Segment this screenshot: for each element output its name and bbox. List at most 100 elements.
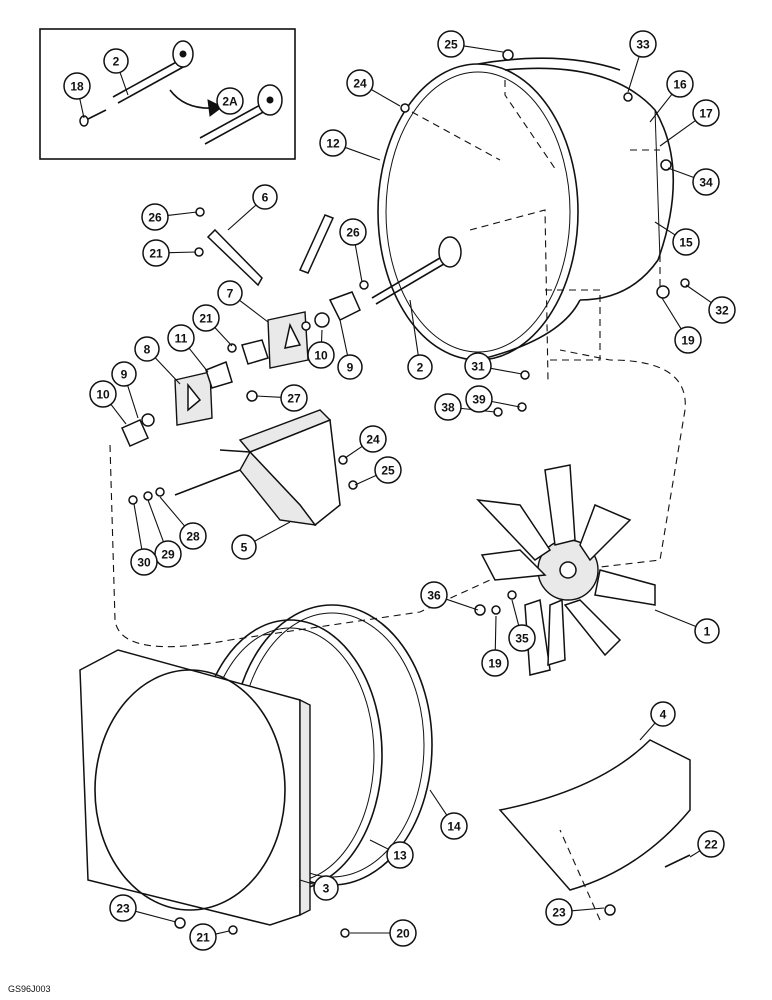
callout-9: 9 (111, 361, 137, 387)
cover-part-4 (498, 739, 691, 921)
callout-leader-27 (255, 395, 282, 398)
callout-leader-31 (490, 367, 523, 375)
callout-20: 20 (389, 919, 417, 947)
callout-leader-1 (654, 609, 697, 628)
callout-label: 23 (116, 902, 130, 916)
callout-11: 11 (167, 324, 195, 352)
callout-2: 2 (103, 48, 129, 74)
callout-19: 19 (481, 649, 509, 677)
callout-leader-22 (689, 850, 701, 858)
callout-label: 5 (241, 541, 248, 555)
callout-label: 9 (121, 368, 128, 382)
callout-leader-4 (639, 722, 656, 741)
callout-label: 20 (396, 927, 410, 941)
callout-3: 3 (313, 875, 339, 901)
callout-label: 7 (227, 287, 234, 301)
callout-1: 1 (694, 618, 720, 644)
callout-label: 8 (144, 343, 151, 357)
callout-label: 22 (704, 838, 718, 852)
callout-leader-29 (147, 499, 165, 543)
callout-4: 4 (650, 701, 676, 727)
callout-leader-30 (133, 503, 143, 550)
callout-leader-10 (110, 403, 127, 425)
callout-leader-8 (154, 357, 181, 385)
callout-18: 18 (63, 72, 91, 100)
callout-19: 19 (674, 326, 702, 354)
callout-33: 33 (629, 30, 657, 58)
callout-label: 23 (552, 906, 566, 920)
callout-27: 27 (280, 384, 308, 412)
callout-label: 17 (699, 107, 713, 121)
bearing-plate-part-7 (267, 311, 309, 369)
callout-leader-15 (654, 221, 676, 236)
figure-code: GS96J003 (8, 984, 51, 994)
callout-label: 28 (186, 530, 200, 544)
callout-label: 21 (196, 931, 210, 945)
callout-leader-9 (127, 385, 139, 419)
callout-leader-21 (168, 251, 197, 254)
callout-9: 9 (337, 354, 363, 380)
callout-10: 10 (307, 341, 335, 369)
callout-label: 27 (287, 392, 301, 406)
callout-16: 16 (666, 70, 694, 98)
callout-label: 29 (161, 548, 175, 562)
callout-leader-21 (214, 327, 233, 347)
callout-label: 15 (679, 236, 693, 250)
callout-leader-33 (627, 56, 640, 93)
callout-label: 31 (471, 360, 485, 374)
callout-leader-16 (649, 93, 673, 123)
callout-23: 23 (545, 898, 573, 926)
callout-leader-36 (446, 598, 479, 611)
callout-14: 14 (440, 812, 468, 840)
callout-21: 21 (189, 923, 217, 951)
callout-label: 13 (393, 849, 407, 863)
callout-label: 1 (704, 625, 711, 639)
callout-leader-13 (369, 839, 389, 850)
callout-7: 7 (217, 280, 243, 306)
callout-label: 24 (353, 77, 367, 91)
callout-leader-39 (491, 400, 521, 408)
shaft-part-2-inset (112, 40, 194, 104)
callout-17: 17 (692, 99, 720, 127)
callout-21: 21 (192, 304, 220, 332)
callout-10: 10 (89, 380, 117, 408)
callout-leader-23 (571, 907, 605, 912)
callout-5: 5 (231, 534, 257, 560)
callout-31: 31 (464, 352, 492, 380)
callout-25: 25 (374, 456, 402, 484)
callout-leader-28 (159, 496, 186, 527)
shroud-panel-part-3 (79, 649, 311, 926)
callout-label: 39 (472, 393, 486, 407)
callout-label: 38 (441, 401, 455, 415)
callout-15: 15 (672, 228, 700, 256)
callout-24: 24 (359, 425, 387, 453)
callout-34: 34 (692, 168, 720, 196)
callout-leader-11 (188, 347, 209, 373)
callout-label: 25 (444, 38, 458, 52)
callout-label: 12 (326, 137, 340, 151)
callout-label: 2 (417, 361, 424, 375)
callout-leader-32 (685, 284, 712, 304)
callout-label: 4 (660, 708, 667, 722)
brackets-part-6 (206, 214, 335, 287)
callout-13: 13 (386, 841, 414, 869)
callout-leader-19 (661, 297, 682, 330)
callout-leader-24 (344, 445, 363, 459)
callout-36: 36 (420, 581, 448, 609)
callout-leader-2 (409, 299, 419, 356)
callout-leader-7 (239, 299, 269, 323)
callout-label: 26 (148, 211, 162, 225)
callout-label: 21 (149, 247, 163, 261)
callout-26: 26 (339, 218, 367, 246)
callout-leader-24 (370, 89, 401, 107)
callout-leader-2 (119, 72, 129, 96)
callout-25: 25 (437, 30, 465, 58)
callout-30: 30 (130, 548, 158, 576)
callout-29: 29 (154, 540, 182, 568)
callout-26: 26 (141, 203, 169, 231)
fan-shroud-drum (377, 57, 675, 361)
main-shaft-part-2 (371, 236, 462, 305)
callout-label: 18 (70, 80, 84, 94)
